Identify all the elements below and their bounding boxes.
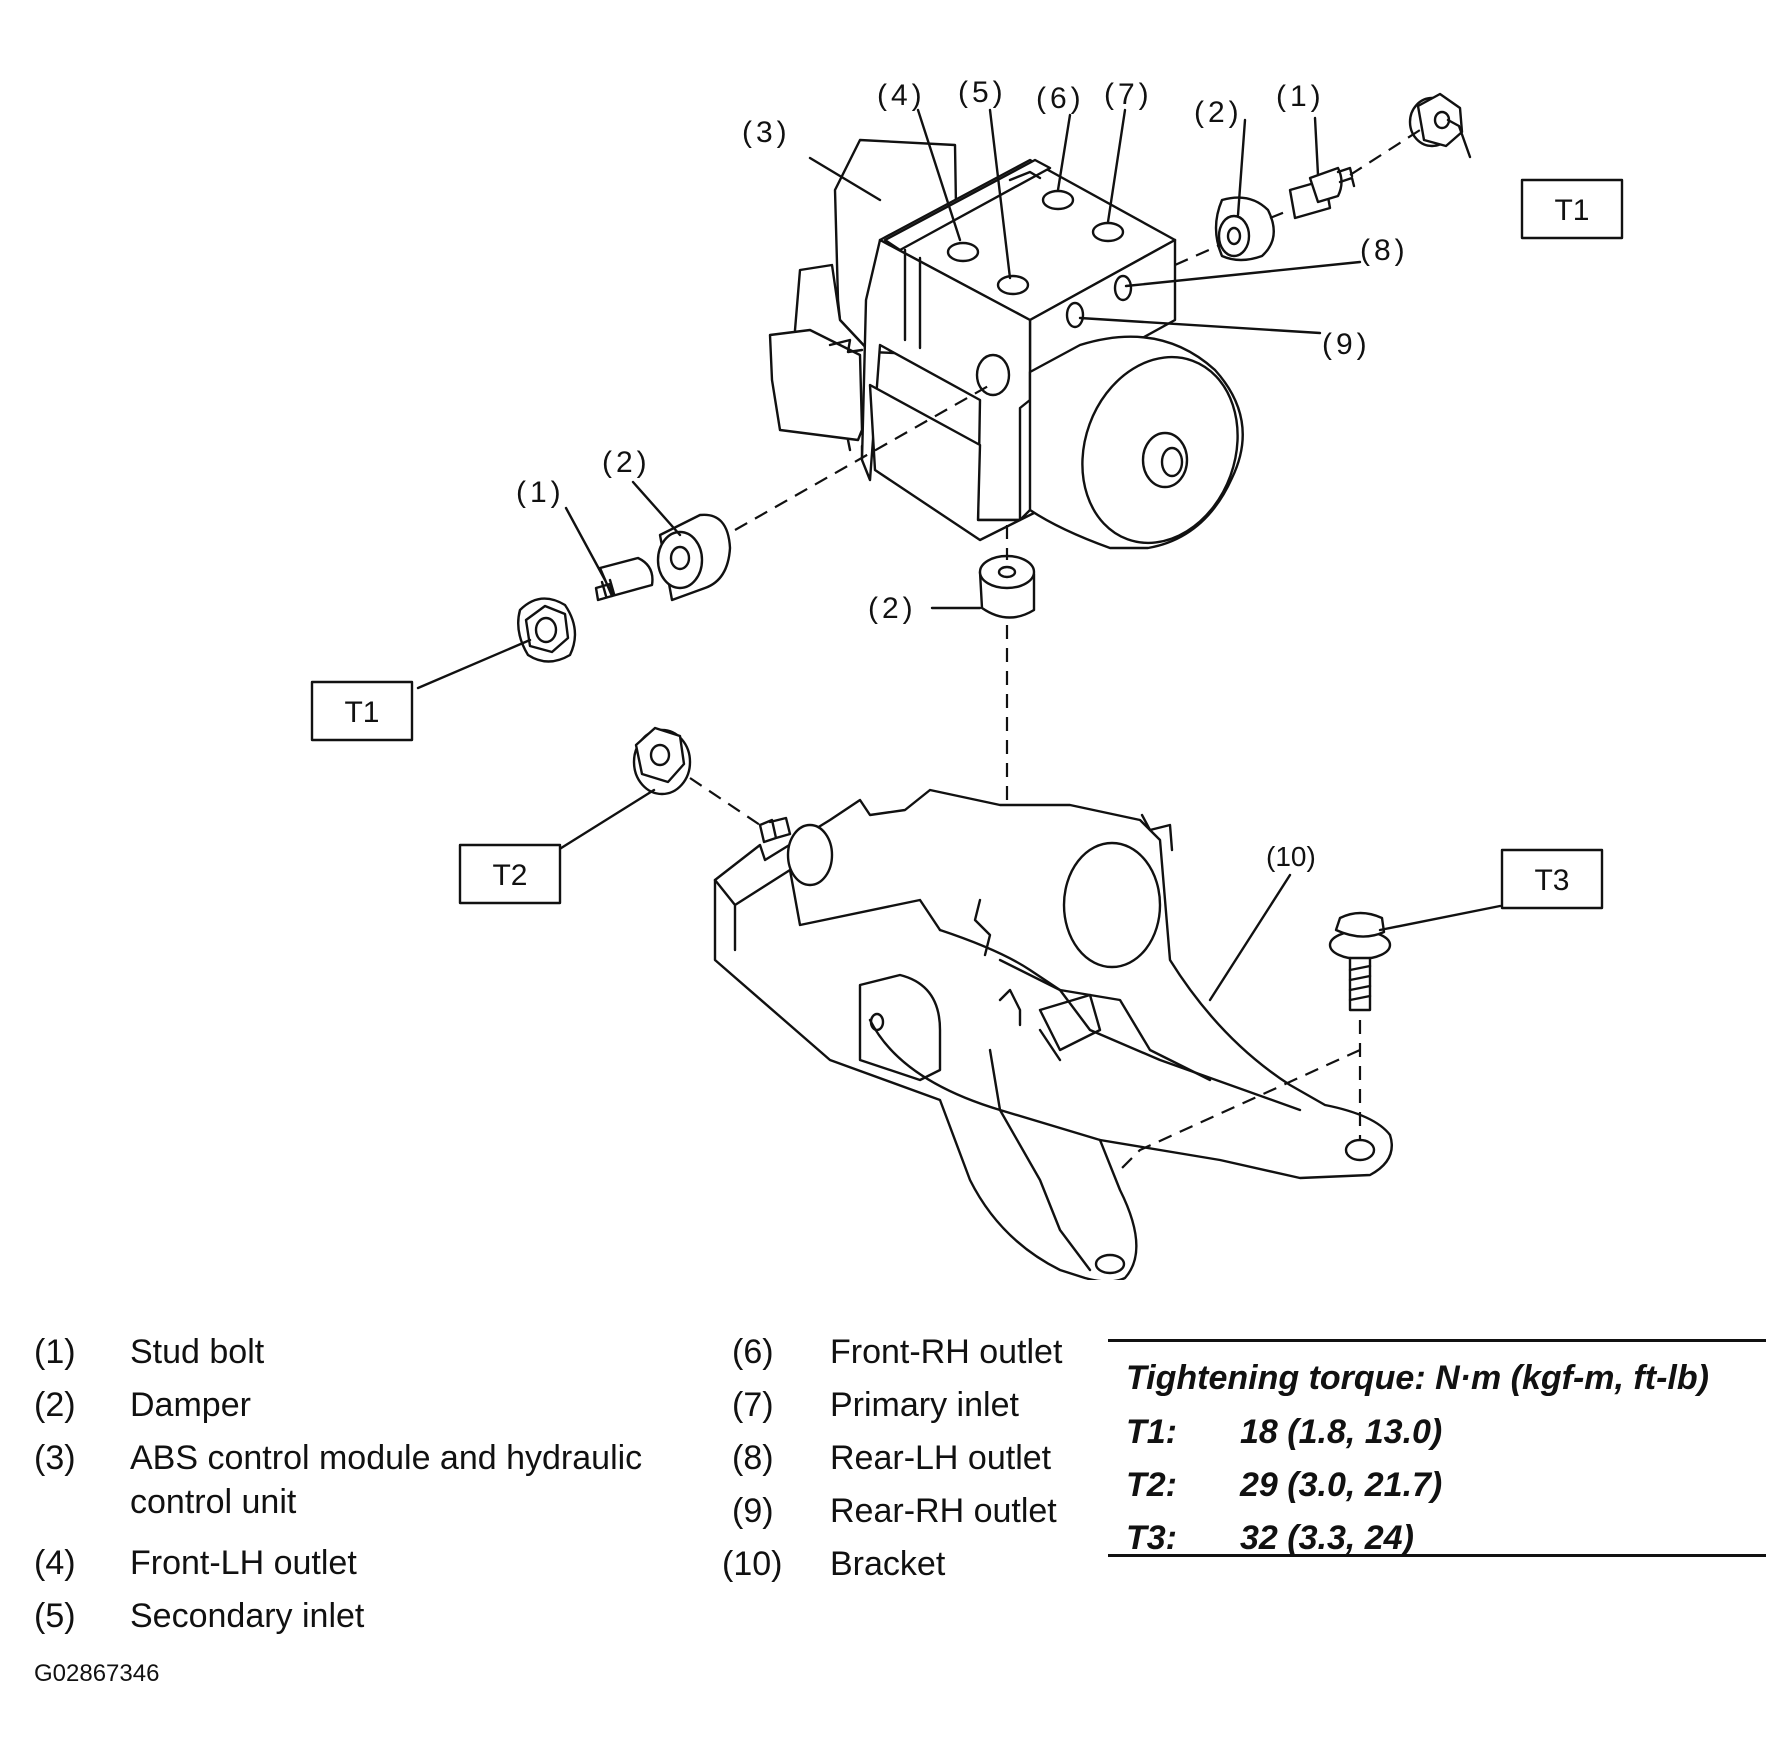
svg-text:T1: T1 [1554, 194, 1589, 227]
torque-box-t1-top: T1 [1520, 178, 1624, 240]
table-top-rule [1108, 1339, 1766, 1342]
legend-label: Front-LH outlet [130, 1544, 357, 1582]
legend-number: (8) [732, 1439, 774, 1477]
callout-2-center: (2) [868, 592, 917, 625]
legend-label: ABS control module and hydraulic control… [130, 1439, 643, 1521]
stud-bolt-left [594, 556, 654, 602]
svg-text:T1: T1 [344, 696, 379, 729]
torque-value: 32 (3.3, 24) [1240, 1519, 1414, 1557]
legend-label: Stud bolt [130, 1333, 265, 1371]
bolt-t3 [1328, 911, 1392, 1012]
legend-label: Primary inlet [830, 1386, 1019, 1424]
legend-label: Front-RH outlet [830, 1333, 1063, 1371]
legend-number: (9) [732, 1492, 774, 1530]
legend-label: Damper [130, 1386, 251, 1424]
callout-7: (7) [1104, 78, 1153, 111]
nut-t2 [632, 726, 692, 796]
torque-box-t1-left: T1 [310, 680, 414, 742]
svg-text:T2: T2 [492, 859, 527, 892]
torque-key: T2: [1126, 1466, 1177, 1504]
nut-top-right [1408, 92, 1464, 148]
callout-8: (8) [1360, 234, 1409, 267]
torque-box-t2: T2 [458, 843, 562, 905]
callout-5: (5) [958, 76, 1007, 109]
torque-key: T3: [1126, 1519, 1177, 1557]
legend-number: (1) [34, 1333, 76, 1371]
svg-text:T3: T3 [1534, 864, 1569, 897]
nut-left [517, 597, 577, 663]
callout-1-top: (1) [1276, 80, 1325, 113]
abs-hydraulic-unit [768, 138, 1244, 550]
legend-label: Secondary inlet [130, 1597, 365, 1635]
legend-label: Rear-LH outlet [830, 1439, 1052, 1477]
damper-center [978, 554, 1036, 619]
callout-4: (4) [877, 79, 926, 112]
legend-label: Rear-RH outlet [830, 1492, 1057, 1530]
torque-heading: Tightening torque: N·m (kgf-m, ft-lb) [1126, 1359, 1709, 1397]
legend-label: Bracket [830, 1545, 946, 1583]
bracket [713, 788, 1393, 1280]
exploded-diagram: (3) (4) (5) (6) (7) (2) (1) (8) (9) (2) … [310, 76, 1624, 1280]
torque-value: 18 (1.8, 13.0) [1240, 1413, 1443, 1451]
legend-number: (4) [34, 1544, 76, 1582]
stud-bolt-top-right [1288, 166, 1356, 220]
callout-2-top: (2) [1194, 96, 1243, 129]
legend-number: (10) [722, 1545, 783, 1583]
callout-3: (3) [742, 116, 791, 149]
torque-value: 29 (3.0, 21.7) [1240, 1466, 1443, 1504]
callout-2-left: (2) [602, 446, 651, 479]
damper-left [656, 513, 732, 602]
callout-10: (10) [1266, 841, 1316, 872]
legend-number: (2) [34, 1386, 76, 1424]
figure-id: G02867346 [34, 1660, 160, 1687]
callout-6: (6) [1036, 82, 1085, 115]
torque-box-t3: T3 [1500, 848, 1604, 910]
legend-number: (3) [34, 1439, 76, 1477]
callout-9: (9) [1322, 328, 1371, 361]
legend-number: (7) [732, 1386, 774, 1424]
legend-number: (6) [732, 1333, 774, 1371]
legend-number: (5) [34, 1597, 76, 1635]
torque-key: T1: [1126, 1413, 1177, 1451]
damper-top-right [1214, 196, 1275, 262]
callout-1-left: (1) [516, 476, 565, 509]
table-bottom-rule [1108, 1554, 1766, 1557]
